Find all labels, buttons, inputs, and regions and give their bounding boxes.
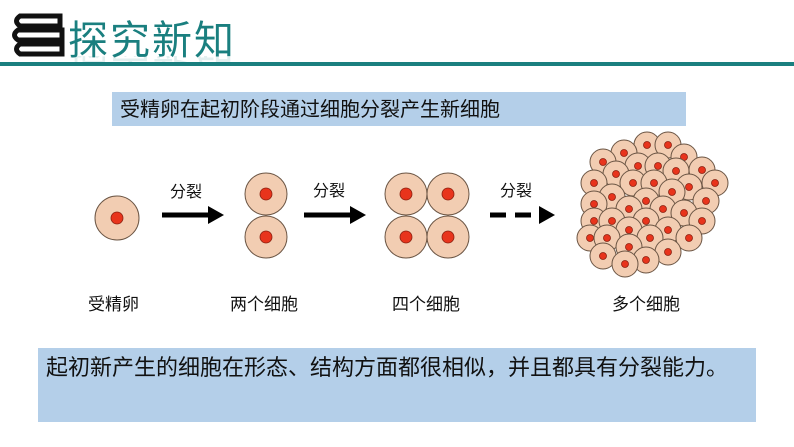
nucleus <box>646 234 654 242</box>
nucleus <box>650 179 658 187</box>
stage-label-two-cells: 两个细胞 <box>230 295 298 315</box>
cell-division-diagram <box>94 131 729 278</box>
page-title: 探究新知 <box>68 18 236 64</box>
nucleus <box>625 243 633 251</box>
nucleus <box>441 187 455 201</box>
nucleus <box>659 205 667 213</box>
nucleus <box>608 217 616 225</box>
nucleus <box>586 234 594 242</box>
nucleus <box>664 141 672 149</box>
arrow-label-2: 分裂 <box>313 181 346 200</box>
nucleus <box>668 188 676 196</box>
nucleus <box>643 141 651 149</box>
stage-label-many-cells: 多个细胞 <box>612 295 680 315</box>
title-divider <box>0 62 794 66</box>
nucleus <box>702 197 710 205</box>
books-icon <box>12 13 65 57</box>
nucleus <box>642 217 650 225</box>
nucleus <box>590 200 598 208</box>
arrow-1-head <box>208 206 224 224</box>
nucleus <box>599 252 607 260</box>
nucleus <box>680 209 688 217</box>
nucleus <box>399 187 413 201</box>
intro-banner: 受精卵在起初阶段通过细胞分裂产生新细胞 <box>112 92 686 126</box>
nucleus <box>642 256 650 264</box>
nucleus <box>685 183 693 191</box>
arrow-label-3: 分裂 <box>500 181 533 200</box>
nucleus <box>698 217 706 225</box>
stage-label-zygote: 受精卵 <box>88 295 139 315</box>
nucleus <box>259 187 273 201</box>
nucleus <box>625 226 633 234</box>
nucleus <box>711 179 719 187</box>
nucleus <box>608 193 616 201</box>
nucleus <box>620 149 628 157</box>
title-reflection: 探究新知 <box>68 56 236 78</box>
nucleus <box>664 226 672 234</box>
nucleus <box>612 170 620 178</box>
nucleus <box>634 162 642 170</box>
nucleus <box>654 162 662 170</box>
nucleus <box>110 211 124 225</box>
nucleus <box>599 158 607 166</box>
nucleus <box>441 230 455 244</box>
nucleus <box>698 166 706 174</box>
nucleus <box>672 167 680 175</box>
nucleus <box>621 260 629 268</box>
nucleus <box>685 234 693 242</box>
nucleus <box>629 179 637 187</box>
stage-label-four-cells: 四个细胞 <box>392 295 460 315</box>
nucleus <box>590 179 598 187</box>
nucleus <box>603 234 611 242</box>
nucleus <box>399 230 413 244</box>
arrow-label-1: 分裂 <box>170 182 203 201</box>
nucleus <box>642 197 650 205</box>
nucleus <box>590 217 598 225</box>
arrow-2-head <box>350 206 366 224</box>
conclusion-box: 起初新产生的细胞在形态、结构方面都很相似，并且都具有分裂能力。 <box>38 348 756 422</box>
nucleus <box>625 205 633 213</box>
nucleus <box>259 230 273 244</box>
nucleus <box>664 248 672 256</box>
arrow-3-head <box>539 206 555 224</box>
